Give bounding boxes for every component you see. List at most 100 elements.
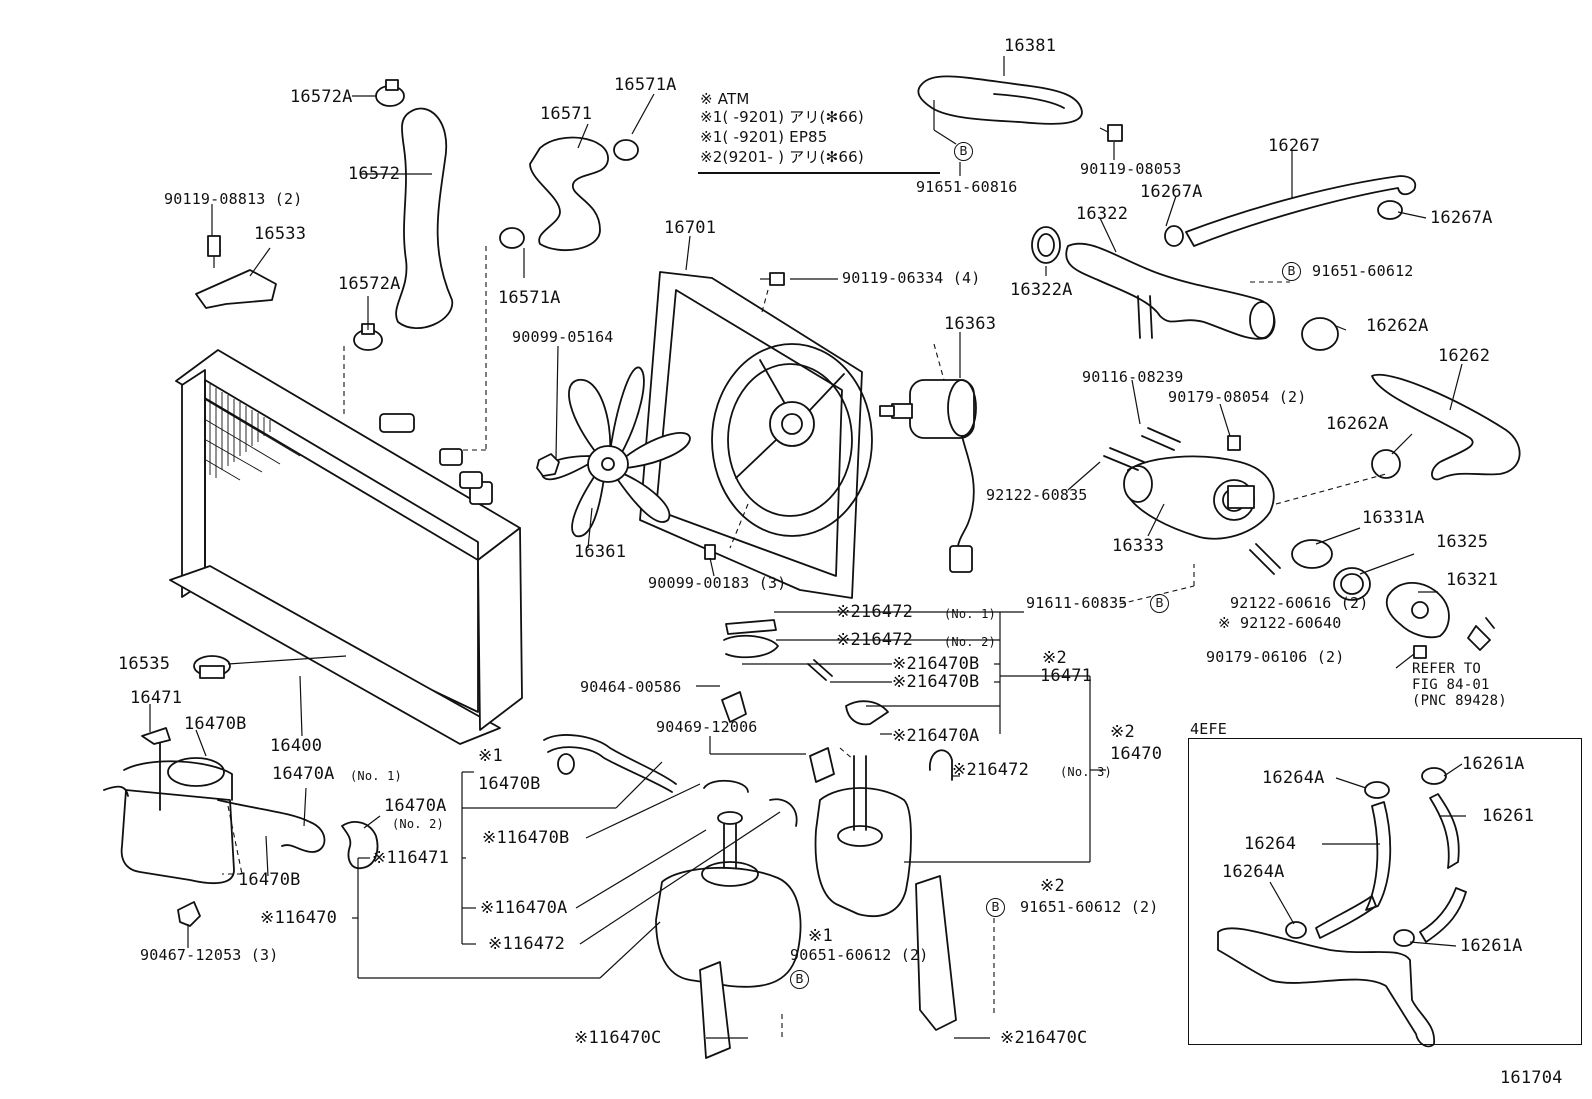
label-16571: 16571: [540, 104, 593, 124]
label-90119-06334: 90119-06334 (4): [842, 269, 981, 287]
label-90179-06106: 90179-06106 (2): [1206, 648, 1345, 666]
label-90119-08053: 90119-08053: [1080, 160, 1182, 178]
label-90116-08239: 90116-08239: [1082, 368, 1184, 386]
label-no2: (No. 2): [944, 635, 996, 649]
fan-16361: [541, 366, 691, 537]
refer-line-1: REFER TO: [1412, 661, 1482, 677]
reservoir-left: [103, 727, 326, 885]
label-16322: 16322: [1076, 204, 1129, 224]
label-no2b: (No. 2): [392, 817, 444, 831]
fan-shroud-16701: [639, 271, 873, 599]
label-90099-05164: 90099-05164: [512, 328, 614, 346]
label-216470b-b: ※216470B: [892, 672, 980, 692]
label-16264a: 16264A: [1262, 768, 1325, 788]
label-216472-no1: ※216472: [836, 602, 914, 622]
label-16331a: 16331A: [1362, 508, 1425, 528]
label-216472-no3: ※216472: [952, 760, 1030, 780]
label-16361: 16361: [574, 542, 627, 562]
label-16262a-b: 16262A: [1326, 414, 1389, 434]
leader-lines: [149, 56, 1466, 1039]
label-216470b-a: ※216470B: [892, 654, 980, 674]
label-16381: 16381: [1004, 36, 1057, 56]
label-16470a-no2: 16470A: [384, 796, 447, 816]
reservoir-right: [814, 700, 912, 918]
label-16470b-low: 16470B: [238, 870, 301, 890]
bolt-ref-b-5: B: [1282, 262, 1301, 281]
figure-number: 161704: [1500, 1068, 1563, 1088]
label-16571a-mid: 16571A: [498, 288, 561, 308]
label-16333: 16333: [1112, 536, 1165, 556]
label-90651-60612: 90651-60612 (2): [790, 946, 929, 964]
refer-line-2: FIG 84-01: [1412, 677, 1490, 693]
label-16471-right: 16471: [1040, 666, 1093, 686]
label-90099-00183: 90099-00183 (3): [648, 574, 787, 592]
label-16572a-mid: 16572A: [338, 274, 401, 294]
label-16325: 16325: [1436, 532, 1489, 552]
label-90119-08813: 90119-08813 (2): [164, 190, 303, 208]
bolt-ref-b-3: B: [790, 970, 809, 989]
water-inlet-16333: [1123, 455, 1275, 540]
fan-motor-16363: [879, 379, 977, 573]
label-16471-left: 16471: [130, 688, 183, 708]
label-216472-no2: ※216472: [836, 630, 914, 650]
radiator-16400: [169, 349, 523, 745]
label-16262: 16262: [1438, 346, 1491, 366]
label-16262a-a: 16262A: [1366, 316, 1429, 336]
label-91651-60612-2: 91651-60612 (2): [1020, 898, 1159, 916]
label-no3: (No. 3): [1060, 765, 1112, 779]
label-16535: 16535: [118, 654, 171, 674]
label-16322a: 16322A: [1010, 280, 1073, 300]
label-90464-00586: 90464-00586: [580, 678, 682, 696]
note-line-2: ※1( -9201) アリ(✻66): [700, 108, 864, 126]
bolt-ref-b-2: B: [986, 898, 1005, 917]
label-91611-60835: 91611-60835: [1026, 594, 1128, 612]
label-mark-2-16470: ※2: [1110, 722, 1135, 742]
label-116470: ※116470: [260, 908, 338, 928]
label-90179-08054: 90179-08054 (2): [1168, 388, 1307, 406]
label-16470b-top: 16470B: [184, 714, 247, 734]
label-16264: 16264: [1244, 834, 1297, 854]
label-216470a: ※216470A: [892, 726, 980, 746]
refer-line-3: (PNC 89428): [1412, 693, 1507, 709]
label-16400: 16400: [270, 736, 323, 756]
label-16470-right: 16470: [1110, 744, 1163, 764]
bolt-ref-b-1: B: [1150, 594, 1169, 613]
label-91651-60612: 91651-60612: [1312, 262, 1414, 280]
label-16261a-top: 16261A: [1462, 754, 1525, 774]
label-16470b-mid: 16470B: [478, 774, 541, 794]
label-16701: 16701: [664, 218, 717, 238]
label-116470a: ※116470A: [480, 898, 568, 918]
label-16261a-b: 16261A: [1460, 936, 1523, 956]
label-92122-60616: 92122-60616 (2): [1230, 594, 1369, 612]
label-16470a-no1: 16470A: [272, 764, 335, 784]
label-16267a-b: 16267A: [1430, 208, 1493, 228]
label-no1b: (No. 1): [350, 769, 402, 783]
label-16267: 16267: [1268, 136, 1321, 156]
label-90469-12006: 90469-12006: [656, 718, 758, 736]
label-16267a-a: 16267A: [1140, 182, 1203, 202]
label-no1: (No. 1): [944, 607, 996, 621]
label-16572a-top: 16572A: [290, 87, 353, 107]
label-16321: 16321: [1446, 570, 1499, 590]
label-16264a-b: 16264A: [1222, 862, 1285, 882]
inset-4efe: [1188, 738, 1582, 1045]
label-mark-1-90651: ※1: [808, 926, 833, 946]
inset-title: 4EFE: [1190, 720, 1227, 738]
note-line-1: ※ ATM: [700, 90, 750, 108]
label-91651-60816: 91651-60816: [916, 178, 1018, 196]
label-mark-1-16470b: ※1: [478, 746, 503, 766]
label-16572: 16572: [348, 164, 401, 184]
label-16261: 16261: [1482, 806, 1535, 826]
label-116472: ※116472: [488, 934, 566, 954]
label-216470c: ※216470C: [1000, 1028, 1088, 1048]
label-90467-12053: 90467-12053 (3): [140, 946, 279, 964]
label-16571a-top: 16571A: [614, 75, 677, 95]
note-line-3: ※1( -9201) EP85: [700, 128, 828, 146]
label-16363: 16363: [944, 314, 997, 334]
note-line-4: ※2(9201- ) アリ(✻66): [700, 148, 864, 166]
label-92122-60640: ※ 92122-60640: [1218, 614, 1342, 632]
note-underline: [698, 172, 940, 174]
label-16533: 16533: [254, 224, 307, 244]
bolt-ref-b-4: B: [954, 142, 973, 161]
